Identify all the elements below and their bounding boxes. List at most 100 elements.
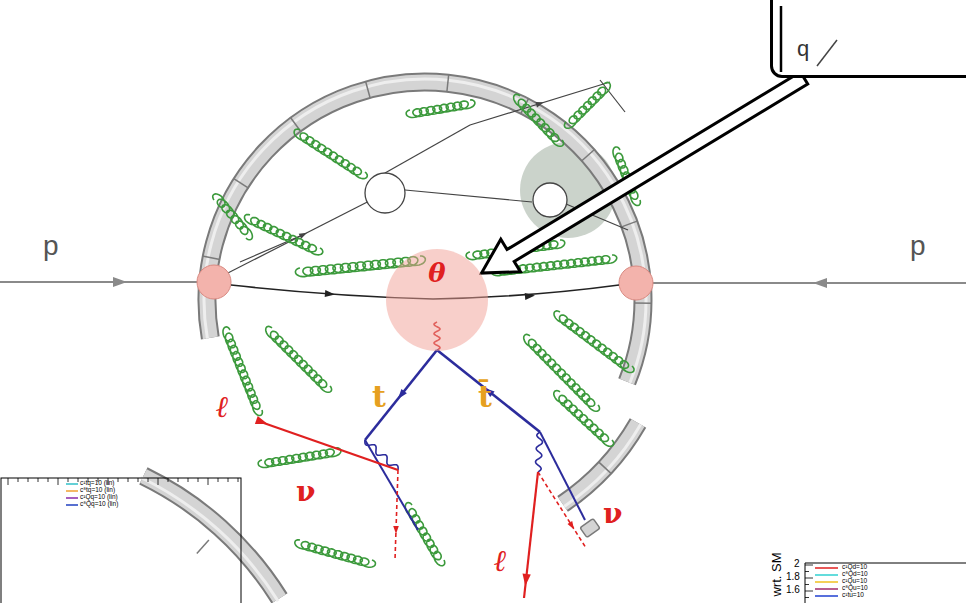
line-arrowhead <box>523 574 531 586</box>
gluon-line <box>405 503 444 566</box>
detector-arc <box>141 478 278 602</box>
particle-label: ν <box>296 478 315 506</box>
detector-segment <box>233 178 248 188</box>
gluon-line <box>564 82 610 128</box>
plot-frame <box>805 563 966 564</box>
axis-tick <box>805 597 809 598</box>
sketch-line <box>780 6 783 72</box>
plot-legend-line <box>66 490 78 492</box>
beam-label: p <box>43 232 59 260</box>
detector-segment <box>621 221 638 227</box>
axis-tick <box>18 478 19 482</box>
axis-tick <box>8 478 9 485</box>
particle-label: t̄ <box>478 382 492 412</box>
axis-tick <box>68 478 69 482</box>
detector-arc <box>143 476 279 599</box>
top-line <box>437 350 540 432</box>
detector-segment <box>634 302 652 304</box>
gluon-line <box>294 129 367 179</box>
plot-legend-text: c¹tu=10 <box>842 592 864 599</box>
detector-segment <box>598 462 611 474</box>
axis-tick <box>805 571 809 572</box>
boson-line <box>536 432 543 472</box>
boson-line <box>365 440 398 470</box>
plot-legend-text: c⁸Qd=10 <box>842 571 868 578</box>
beam-vertex <box>619 266 653 300</box>
axis-tick <box>38 478 39 482</box>
callout-box: q <box>770 0 966 78</box>
sketch-line <box>817 40 837 66</box>
axis-tick <box>188 478 189 482</box>
b-quark-line <box>540 432 585 520</box>
node-label: θ <box>428 260 445 286</box>
plot-legend-text: c¹tq=10 (lin) <box>80 480 115 487</box>
plot-legend-text: c⁸Qq=10 (lin) <box>80 501 118 508</box>
plot-legend-line <box>815 588 838 590</box>
particle-label: ℓ <box>216 392 229 422</box>
detector-arc <box>207 82 643 382</box>
plot-legend-line <box>815 567 838 569</box>
plot-legend-line <box>815 595 838 597</box>
circle-fill <box>386 249 488 351</box>
axis-tick <box>118 478 119 482</box>
line-arrowhead <box>398 389 407 399</box>
plot-legend-line <box>815 574 838 576</box>
gluon-line <box>258 448 341 468</box>
line-arrowhead <box>525 293 535 300</box>
plot-legend-text: c¹Qu=10 <box>842 578 867 585</box>
plot-legend-line <box>815 581 838 583</box>
detector-arc <box>207 82 643 382</box>
detector-arc <box>143 476 279 599</box>
blob-circle <box>533 183 567 217</box>
detector-segment <box>581 149 594 161</box>
axis-tick <box>178 478 179 482</box>
line-arrowhead <box>255 416 268 424</box>
gluon-line <box>295 540 376 567</box>
gluon-line <box>245 215 323 255</box>
gluon-line <box>554 391 614 447</box>
beam-label: p <box>910 232 926 260</box>
line-arrowhead <box>813 278 827 288</box>
gluon-line <box>266 326 332 392</box>
axis-tick <box>48 478 49 482</box>
plot-frame <box>805 563 806 603</box>
gluon-line <box>213 194 253 240</box>
neutrino-line <box>538 472 586 548</box>
axis-tick <box>28 478 29 482</box>
plot-legend-text: c⁸Qu=10 <box>842 585 868 592</box>
axis-tick <box>58 478 59 485</box>
particle-label: ν <box>603 500 622 528</box>
detector-segment <box>197 540 209 553</box>
b-quark-line <box>365 440 418 530</box>
axis-tick <box>218 478 219 482</box>
axis-tick <box>805 578 813 579</box>
top-line <box>365 350 437 440</box>
axis-tick <box>805 591 813 592</box>
particle-label: t <box>372 382 386 412</box>
axis-tick <box>238 478 239 482</box>
axis-tick <box>158 478 159 485</box>
gluon-line <box>223 327 262 416</box>
detector-segment <box>447 74 449 92</box>
gluon-line <box>406 100 475 118</box>
plot-legend-text: c⁸tq=10 (lin) <box>80 487 115 494</box>
detector-segment <box>365 81 370 98</box>
callout-arrow <box>482 72 808 273</box>
particle-label: ℓ <box>494 546 507 576</box>
axis-title: wrt. SM <box>770 552 783 596</box>
axis-tick <box>138 478 139 482</box>
neutrino-line <box>395 470 398 560</box>
plot-legend-line <box>66 483 78 485</box>
beam-line <box>652 282 966 284</box>
axis-tick <box>805 565 813 566</box>
blob-circle <box>365 173 405 213</box>
plot-frame <box>1 478 241 603</box>
plot-legend-line <box>66 504 78 506</box>
line-arrowhead <box>535 102 543 107</box>
plot-legend-text: c¹Qq=10 (lin) <box>80 494 118 501</box>
gluon-line <box>514 94 564 146</box>
axis-tick <box>148 478 149 482</box>
axis-tick <box>208 478 209 485</box>
axis-tick <box>198 478 199 482</box>
